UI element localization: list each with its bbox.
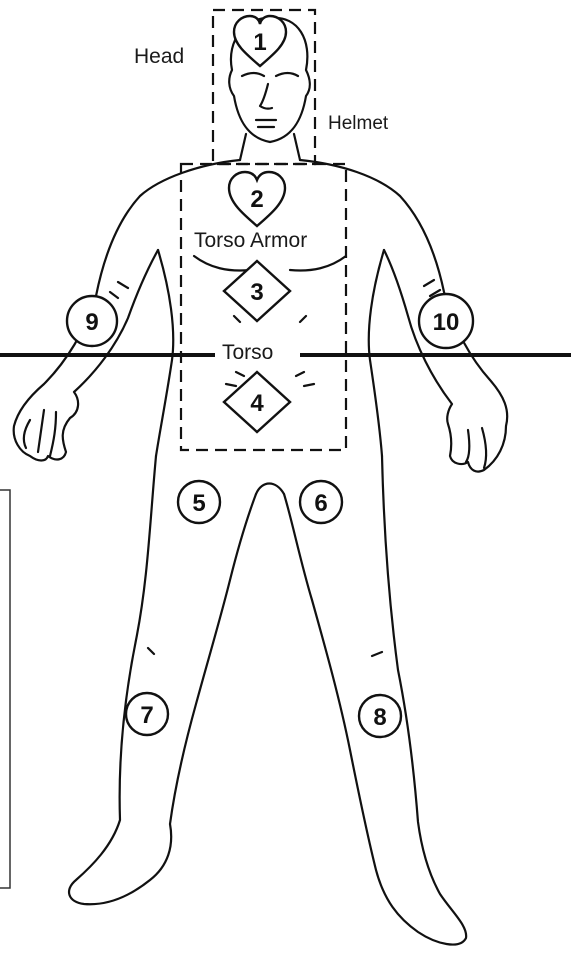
neck [240,134,300,160]
location-7-number: 7 [140,702,153,729]
location-8-number: 8 [373,704,386,731]
location-3-number: 3 [250,279,263,306]
face-nose [260,84,272,109]
location-9-number: 9 [85,309,98,336]
left-hand-detail [24,410,56,456]
helmet-label: Helmet [328,114,388,133]
face-brows [242,73,298,76]
location-6-number: 6 [314,490,327,517]
torso-armor-label: Torso Armor [192,230,309,251]
right-shoulder-arm [300,160,507,472]
location-2-number: 2 [250,186,263,213]
face-mouth [256,120,276,127]
torso-label: Torso [220,342,275,363]
location-10-number: 10 [433,309,460,336]
left-shoulder-arm [14,160,240,461]
location-4-number: 4 [250,390,264,417]
chest-line-left [194,256,250,270]
location-numbers: 1 2 3 4 5 6 7 8 9 10 [85,29,459,731]
crotch [256,484,284,495]
chest-line-right [290,256,346,270]
right-arm-marks [424,280,440,296]
left-leg [69,456,256,904]
location-1-number: 1 [253,29,266,56]
head-label: Head [134,46,184,67]
figure-outline [14,18,508,945]
side-panel-frame [0,490,10,888]
knee-marks [148,648,382,656]
location-5-number: 5 [192,490,205,517]
left-arm-marks [110,282,128,298]
